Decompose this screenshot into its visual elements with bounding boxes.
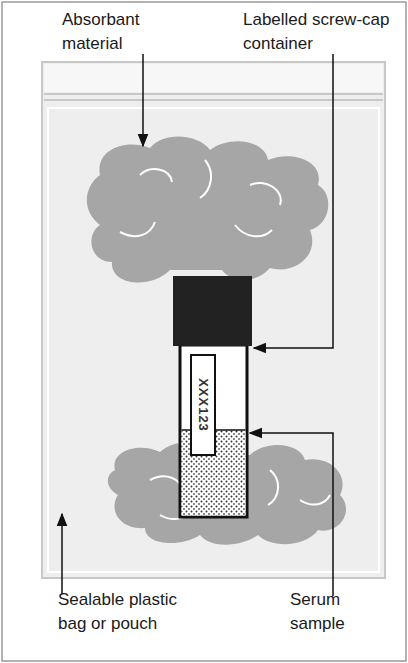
leader-line — [61, 514, 63, 594]
bag-seal-strip — [44, 64, 383, 92]
bag-seal-line — [44, 99, 383, 101]
part-label: Sealable plastic bag or pouch — [58, 588, 208, 636]
leader-line — [254, 54, 333, 348]
screw-cap — [173, 276, 252, 346]
leader-line — [142, 54, 144, 146]
container-id: XXX123 — [195, 365, 211, 445]
leader-line — [250, 433, 333, 596]
container-label — [191, 355, 215, 455]
absorbent-material — [87, 136, 328, 282]
bag-seal-line — [44, 93, 383, 95]
container-body — [180, 345, 247, 517]
part-label: Labelled screw-cap container — [243, 8, 393, 56]
absorbent-fold — [120, 160, 281, 236]
part-label: Serum sample — [290, 588, 370, 636]
bag-inner-edge — [48, 108, 379, 572]
part-label: Absorbant material — [62, 8, 172, 56]
